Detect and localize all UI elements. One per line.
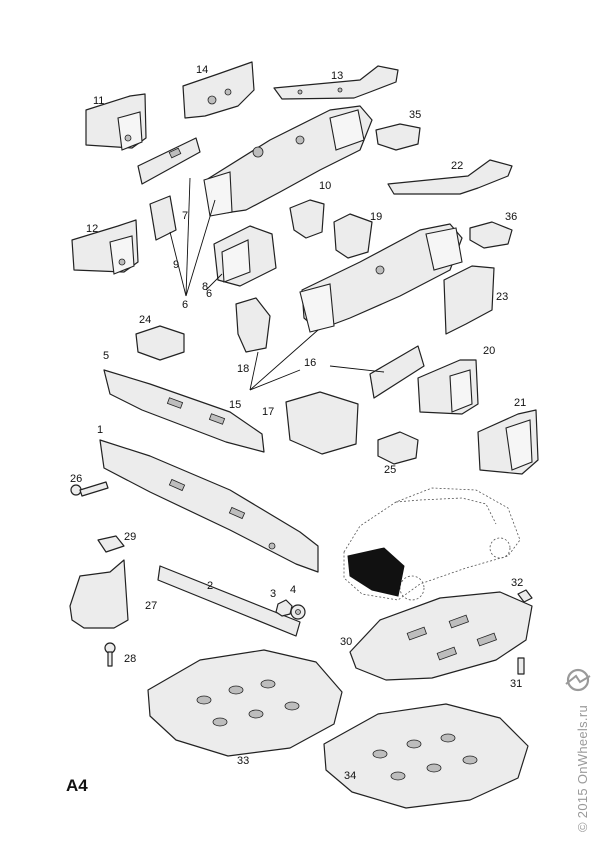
callout-30: 30 [340,636,352,648]
part-22 [387,159,513,195]
part-34 [323,703,529,809]
callout-9: 9 [173,259,179,271]
part-11 [85,93,147,151]
part-35 [375,123,421,151]
callout-25: 25 [384,464,396,476]
callout-3: 3 [270,588,276,600]
callout-22: 22 [451,160,463,172]
callout-18: 18 [237,363,249,375]
callout-15: 15 [229,399,241,411]
callout-5: 5 [103,350,109,362]
part-30 [349,591,533,681]
callout-10: 10 [319,180,331,192]
callout-4: 4 [290,584,296,596]
part-21 [477,409,539,475]
car-outline [343,487,521,601]
part-36 [469,221,513,249]
part-25 [377,431,419,465]
watermark: © 2015 OnWheels.ru [575,705,590,832]
callout-20: 20 [483,345,495,357]
callout-11: 11 [93,95,104,107]
callout-17: 17 [262,406,274,418]
part-9-bracket [149,195,177,241]
callout-29: 29 [124,531,136,543]
leader-lines [169,177,385,391]
part-28 [104,642,116,667]
part-5 [103,369,265,453]
part-33 [147,649,343,757]
callout-21: 21 [514,397,526,409]
part-8 [213,225,277,287]
callout-35: 35 [409,109,421,121]
callout-12: 12 [86,223,98,235]
part-13 [273,65,399,100]
callout-31: 31 [510,678,522,690]
part-27 [69,559,129,629]
part-20 [417,359,479,415]
part-14 [182,61,255,119]
callout-28: 28 [124,653,136,665]
callout-32: 32 [511,577,523,589]
part-23 [443,265,495,335]
part-29 [97,535,125,553]
callout-23: 23 [496,291,508,303]
callout-8: 8 [202,281,208,293]
part-2 [157,565,301,637]
part-18 [235,297,271,353]
callout-26: 26 [70,473,82,485]
callout-13: 13 [331,70,343,82]
part-4 [290,604,306,620]
page-code: A4 [66,776,88,795]
callout-6a: 6 [182,299,188,311]
opel-logo-icon [565,668,591,692]
part-26 [70,481,109,497]
part-7 [137,137,201,185]
callout-6b: 6 [206,288,212,300]
part-6-upper-member [203,105,373,217]
callout-14: 14 [196,64,208,76]
callout-33: 33 [237,755,249,767]
part-32 [517,589,533,603]
callout-24: 24 [139,314,151,326]
part-15-lower-member [299,223,463,333]
part-3 [275,599,293,617]
callout-2: 2 [207,580,213,592]
part-17 [285,391,359,455]
part-24 [135,325,185,361]
part-10 [289,199,325,239]
part-19 [333,213,373,259]
callout-1: 1 [97,424,103,436]
part-1 [99,439,319,573]
part-16 [369,345,425,399]
callout-36: 36 [505,211,517,223]
part-12 [71,219,139,275]
callout-7: 7 [182,210,188,222]
callout-27: 27 [145,600,157,612]
callout-34: 34 [344,770,356,782]
callout-16: 16 [304,357,316,369]
part-31 [517,657,525,675]
callout-19: 19 [370,211,382,223]
